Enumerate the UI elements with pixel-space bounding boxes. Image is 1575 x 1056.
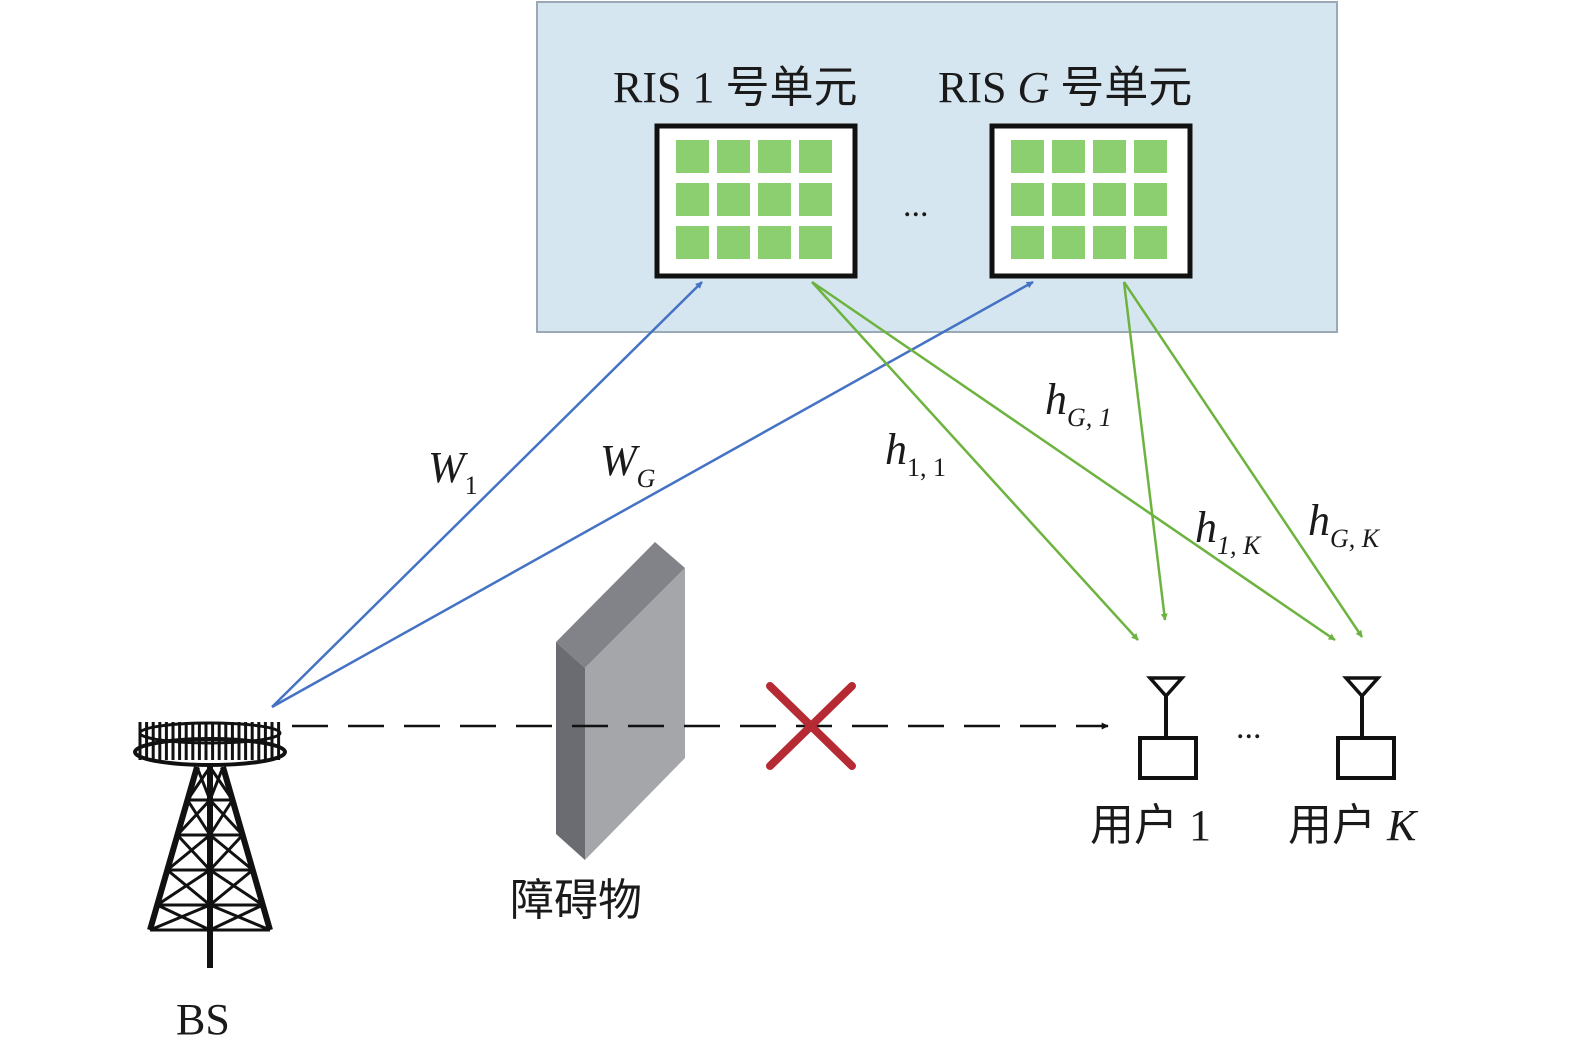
bs-label: BS bbox=[176, 995, 230, 1044]
ris-unit-g-label: RIS G 号单元 bbox=[938, 63, 1192, 112]
ris-element-cell bbox=[799, 183, 832, 216]
ris-element-cell bbox=[1052, 183, 1085, 216]
ris-element-cell bbox=[1134, 140, 1167, 173]
ris-element-cell bbox=[1093, 140, 1126, 173]
ris-element-cell bbox=[717, 183, 750, 216]
label-hg1: hG, 1 bbox=[1045, 375, 1112, 432]
ris-ellipsis: ... bbox=[903, 187, 929, 224]
ris-unit-1-label: RIS 1 号单元 bbox=[613, 63, 857, 112]
label-h11: h1, 1 bbox=[885, 425, 946, 482]
ris-element-cell bbox=[1011, 140, 1044, 173]
base-station-tower-icon bbox=[133, 721, 287, 968]
users-ellipsis: ... bbox=[1236, 709, 1262, 746]
ris-element-cell bbox=[676, 226, 709, 259]
ris-element-cell bbox=[1011, 183, 1044, 216]
ris-element-cell bbox=[758, 226, 791, 259]
link-wg bbox=[271, 280, 1034, 709]
link-h1k bbox=[811, 280, 1336, 642]
ris-element-cell bbox=[1093, 226, 1126, 259]
label-h1k: h1, K bbox=[1195, 503, 1262, 560]
link-w1 bbox=[271, 281, 703, 708]
label-wg: WG bbox=[600, 436, 656, 493]
ris-element-cell bbox=[758, 183, 791, 216]
ris-element-cell bbox=[1011, 226, 1044, 259]
blocked-x-icon bbox=[766, 682, 856, 770]
obstacle-label: 障碍物 bbox=[510, 876, 642, 925]
ris-element-cell bbox=[1052, 226, 1085, 259]
ris-element-cell bbox=[1134, 226, 1167, 259]
ris-element-cell bbox=[717, 140, 750, 173]
ris-element-cell bbox=[799, 226, 832, 259]
ris-element-cell bbox=[676, 183, 709, 216]
ris-element-cell bbox=[717, 226, 750, 259]
user-1-device-icon bbox=[1138, 676, 1198, 780]
ris-element-cell bbox=[1052, 140, 1085, 173]
label-w1: W1 bbox=[428, 443, 478, 500]
ris-element-cell bbox=[799, 140, 832, 173]
ris-unit-1 bbox=[654, 123, 858, 279]
user-k-label: 用户 K bbox=[1288, 801, 1419, 850]
ris-unit-g bbox=[989, 123, 1193, 279]
link-h11 bbox=[811, 281, 1139, 641]
link-hg1 bbox=[1122, 281, 1168, 621]
ris-element-cell bbox=[1093, 183, 1126, 216]
link-hgk bbox=[1122, 281, 1364, 638]
user-k-device-icon bbox=[1336, 676, 1396, 780]
ris-element-cell bbox=[758, 140, 791, 173]
ris-element-cell bbox=[676, 140, 709, 173]
user-1-label: 用户 1 bbox=[1090, 801, 1211, 850]
label-hgk: hG, K bbox=[1308, 496, 1381, 553]
ris-element-cell bbox=[1134, 183, 1167, 216]
obstacle bbox=[556, 542, 685, 860]
